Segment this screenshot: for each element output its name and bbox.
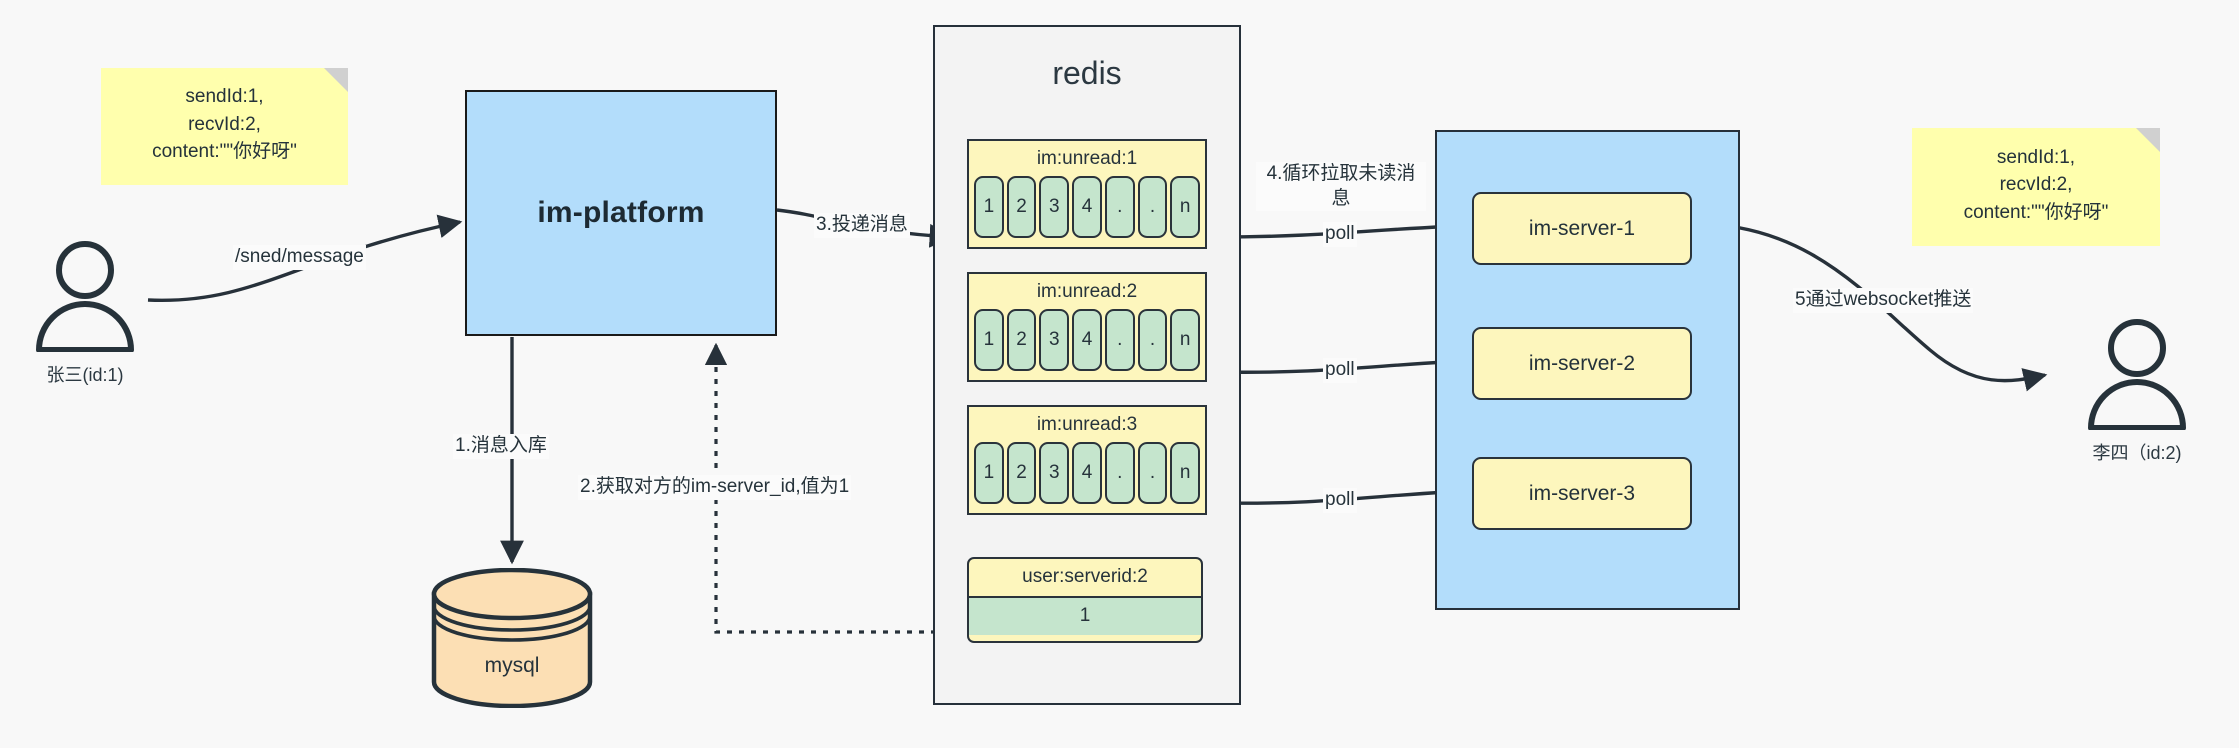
sticky-note-right: sendId:1, recvId:2, content:""你好呀" [1912, 128, 2160, 246]
redis-cell: . [1104, 442, 1135, 504]
mysql-node[interactable]: mysql [428, 567, 596, 709]
edge-label-step3: 3.投递消息 [814, 213, 910, 238]
redis-entry-value: 1 [969, 596, 1201, 635]
redis-cell: 4 [1072, 309, 1102, 371]
redis-cell: n [1170, 309, 1201, 371]
edge-label-send-message: /sned/message [233, 245, 366, 270]
actor-sender: 张三(id:1) [20, 240, 150, 387]
sticky-note-right-text: sendId:1, recvId:2, content:""你好呀" [1963, 146, 2109, 223]
redis-title: redis [1052, 55, 1122, 91]
edge-label-poll-2: poll [1323, 358, 1357, 383]
redis-list-2[interactable]: im:unread:3 1 2 3 4 . . n [967, 405, 1207, 515]
redis-container: redis im:unread:1 1 2 3 4 . . n im:unrea… [933, 25, 1241, 705]
redis-list-0[interactable]: im:unread:1 1 2 3 4 . . n [967, 139, 1207, 249]
im-server-3-label: im-server-3 [1528, 481, 1636, 505]
redis-cell: 3 [1039, 442, 1070, 504]
mysql-label: mysql [485, 654, 540, 677]
redis-cell: 4 [1072, 442, 1102, 504]
actor-receiver: 李四（id:2) [2072, 318, 2202, 465]
redis-list-0-cells: 1 2 3 4 . . n [969, 176, 1205, 242]
redis-cell: 3 [1039, 176, 1070, 238]
redis-cell: 1 [974, 309, 1004, 371]
sticky-note-left: sendId:1, recvId:2, content:""你好呀" [101, 68, 348, 185]
redis-cell: 1 [974, 442, 1004, 504]
redis-entry-key: user:serverid:2 [1022, 566, 1148, 587]
redis-list-1[interactable]: im:unread:2 1 2 3 4 . . n [967, 272, 1207, 382]
person-icon [36, 241, 134, 353]
redis-list-1-key: im:unread:2 [1036, 281, 1138, 302]
redis-cell: n [1170, 442, 1201, 504]
redis-cell: . [1104, 176, 1135, 238]
redis-list-0-key: im:unread:1 [1036, 148, 1138, 169]
edge-label-step4: 4.循环拉取未读消息 [1256, 162, 1426, 212]
redis-cell: . [1137, 176, 1168, 238]
edge-label-poll-1: poll [1323, 222, 1357, 247]
note-fold-icon [2136, 128, 2160, 152]
edge-label-poll-3: poll [1323, 488, 1357, 513]
redis-cell: 2 [1006, 176, 1037, 238]
redis-cell: 1 [974, 176, 1004, 238]
redis-cell: . [1137, 309, 1168, 371]
redis-cell: . [1104, 309, 1135, 371]
redis-entry-user-serverid[interactable]: user:serverid:2 1 [967, 557, 1203, 643]
actor-sender-caption: 张三(id:1) [46, 365, 124, 385]
redis-cell: 2 [1006, 442, 1037, 504]
im-server-2-label: im-server-2 [1528, 351, 1636, 375]
edge-label-step1: 1.消息入库 [453, 434, 549, 459]
person-icon [2088, 319, 2186, 431]
edge-label-step2: 2.获取对方的im-server_id,值为1 [578, 475, 852, 500]
redis-list-2-cells: 1 2 3 4 . . n [969, 442, 1205, 508]
redis-list-2-key: im:unread:3 [1036, 414, 1138, 435]
note-fold-icon [324, 68, 348, 92]
im-platform-box[interactable]: im-platform [465, 90, 777, 336]
redis-cell: . [1137, 442, 1168, 504]
im-server-3-box[interactable]: im-server-3 [1472, 457, 1692, 530]
redis-cell: n [1170, 176, 1201, 238]
im-server-1-label: im-server-1 [1528, 216, 1636, 240]
sticky-note-left-text: sendId:1, recvId:2, content:""你好呀" [152, 86, 297, 163]
redis-cell: 2 [1006, 309, 1037, 371]
im-server-1-box[interactable]: im-server-1 [1472, 192, 1692, 265]
redis-list-1-cells: 1 2 3 4 . . n [969, 309, 1205, 375]
actor-receiver-caption: 李四（id:2) [2092, 443, 2182, 463]
cylinder-icon: mysql [431, 567, 593, 709]
im-server-group: im-server-1 im-server-2 im-server-3 [1435, 130, 1740, 610]
redis-cell: 4 [1072, 176, 1102, 238]
im-server-2-box[interactable]: im-server-2 [1472, 327, 1692, 400]
redis-cell: 3 [1039, 309, 1070, 371]
edge-label-step5: 5通过websocket推送 [1793, 288, 1974, 313]
im-platform-label: im-platform [537, 196, 705, 229]
